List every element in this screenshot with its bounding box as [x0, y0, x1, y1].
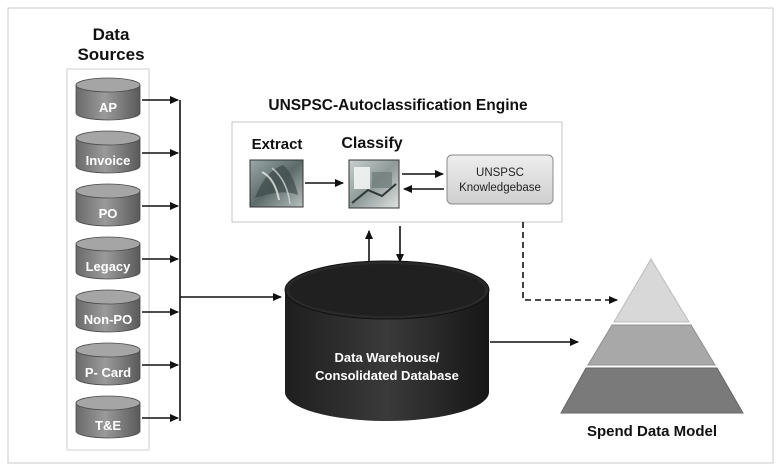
- sources-title-line1: Data: [93, 25, 130, 44]
- data-warehouse-cylinder: [284, 260, 490, 421]
- source-cylinder: T&E: [75, 395, 179, 439]
- engine-title: UNSPSC-Autoclassification Engine: [268, 97, 528, 114]
- source-cylinder: Invoice: [75, 130, 179, 174]
- knowledgebase-line2: Knowledgebase: [459, 182, 541, 194]
- outer-frame: [7, 7, 774, 464]
- source-label: T&E: [95, 418, 121, 433]
- knowledgebase-box: [446, 154, 554, 205]
- source-label: Invoice: [86, 153, 131, 168]
- source-cylinder: Legacy: [75, 236, 179, 280]
- classify-image: [348, 159, 400, 209]
- source-label: Legacy: [86, 259, 132, 274]
- source-label: AP: [99, 100, 117, 115]
- source-label: PO: [99, 206, 118, 221]
- warehouse-label-line2: Consolidated Database: [315, 368, 459, 383]
- source-cylinder: PO: [75, 183, 179, 227]
- knowledgebase-line1: UNSPSC: [476, 167, 524, 179]
- source-cylinder: AP: [75, 77, 179, 121]
- source-cylinder: Non-PO: [75, 289, 179, 333]
- source-label: P- Card: [85, 365, 131, 380]
- extract-label: Extract: [252, 136, 303, 153]
- warehouse-label-line1: Data Warehouse/: [335, 350, 440, 365]
- sources-title-line2: Sources: [77, 45, 144, 64]
- source-cylinder: P- Card: [75, 342, 179, 386]
- source-label: Non-PO: [84, 312, 132, 327]
- spend-data-pyramid: [560, 258, 744, 414]
- spend-data-model-label: Spend Data Model: [587, 423, 717, 440]
- dashed-arrow-kb-to-model: [522, 222, 618, 304]
- classify-label: Classify: [341, 135, 402, 152]
- extract-image: [249, 159, 304, 208]
